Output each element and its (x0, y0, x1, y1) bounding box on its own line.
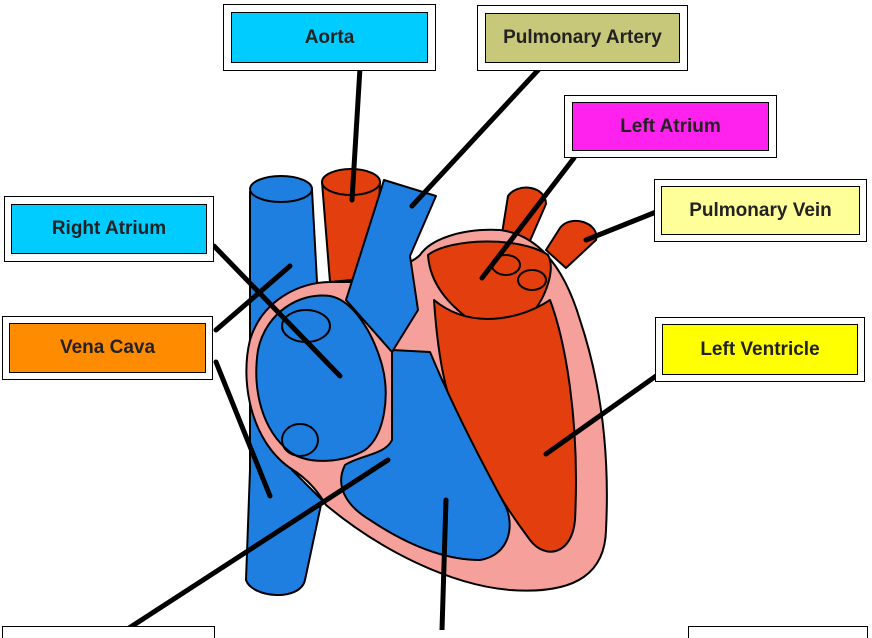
left-atrium-opening-2 (517, 269, 547, 291)
vena-cava-label-box: Vena Cava (2, 316, 213, 380)
left-atrium-leader (479, 155, 577, 281)
pulmonary-artery-label-box: Pulmonary Artery (477, 5, 688, 71)
aorta-label-box: Aorta (223, 4, 436, 71)
left-ventricle-leader (543, 373, 659, 457)
left-ventricle-label-box: Left Ventricle (655, 317, 865, 382)
right-atrium-label-box: Right Atrium (4, 196, 214, 262)
pulmonary-artery-label: Pulmonary Artery (485, 13, 680, 63)
aorta-leader (349, 65, 363, 203)
left-ventricle-label: Left Ventricle (662, 324, 858, 375)
vena-cava-leader-upper (213, 263, 293, 333)
right-ventricle-chamber (340, 349, 511, 561)
right-atrium-opening-2 (281, 423, 319, 457)
pulmonary-artery-leader (409, 65, 543, 209)
bottom-left-label-box (2, 626, 215, 638)
left-atrium-label: Left Atrium (572, 102, 769, 151)
pulmonary-vein-label: Pulmonary Vein (661, 186, 860, 235)
bottom-right-label-box (688, 626, 868, 638)
pulmonary-artery-vessel (345, 179, 437, 353)
pulmonary-vein-label-box: Pulmonary Vein (654, 179, 867, 242)
left-atrium-label-box: Left Atrium (564, 95, 777, 158)
right-atrium-leader (211, 243, 343, 379)
bottom-left-leader (123, 457, 391, 630)
bottom-center-leader (439, 497, 449, 630)
aorta-label: Aorta (231, 12, 428, 63)
vena-cava-leader-lower (213, 359, 273, 499)
pulmonary-vein-leader (583, 209, 659, 243)
vena-cava-opening (249, 175, 313, 203)
right-atrium-label: Right Atrium (11, 204, 207, 254)
pulmonary-vein-lower (545, 219, 598, 269)
vena-cava-label: Vena Cava (9, 323, 206, 373)
